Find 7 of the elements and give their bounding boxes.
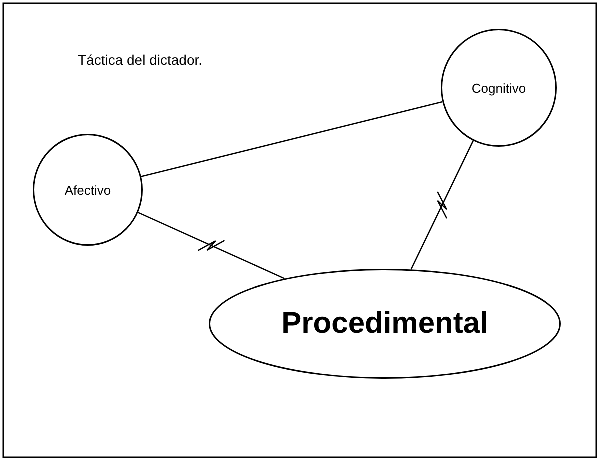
node-label: Afectivo	[64, 182, 112, 198]
node-label: Procedimental	[282, 307, 488, 341]
broken-connector	[410, 140, 474, 270]
node-label: Cognitivo	[472, 80, 526, 96]
diagram-title: Táctica del dictador.	[78, 52, 203, 68]
broken-connector	[138, 212, 286, 280]
connector	[141, 101, 443, 178]
